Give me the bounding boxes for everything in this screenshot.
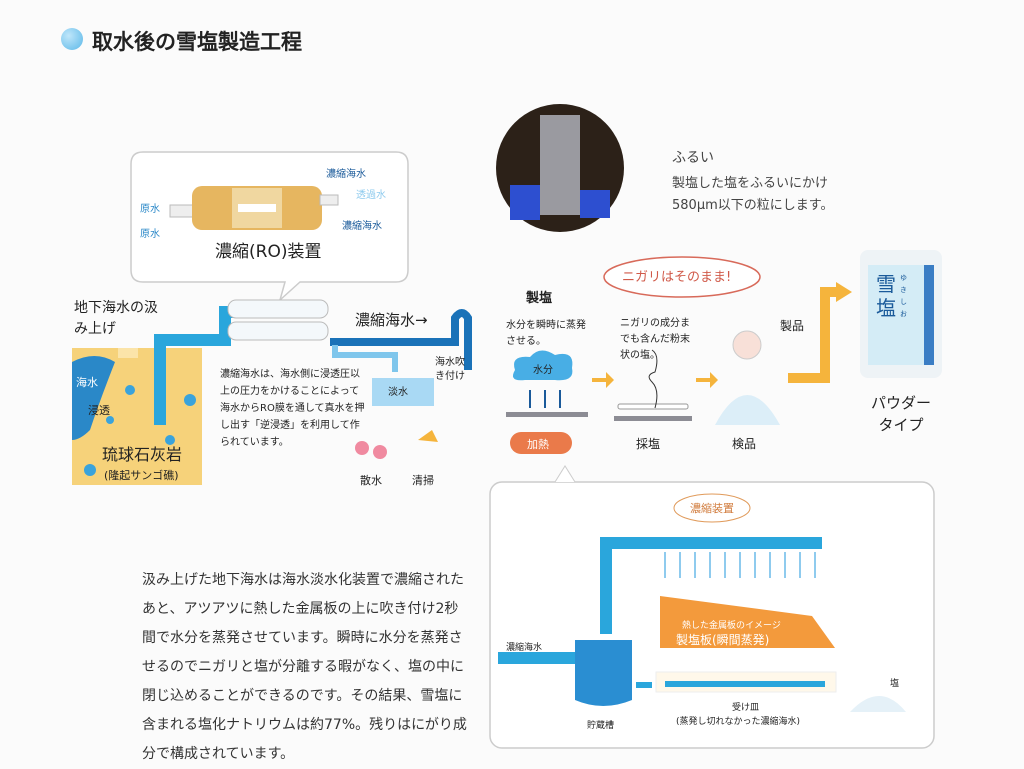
salt-label: 塩 xyxy=(890,679,900,689)
plate-sub-label: 熱した金属板のイメージ xyxy=(682,621,781,631)
ro-out3: 濃縮海水 xyxy=(342,221,382,232)
ro-note: 濃縮海水は、海水側に浸透圧以上の圧力をかけることによって海水からRO膜を通して真… xyxy=(220,369,365,448)
package-main: 雪塩 xyxy=(876,272,896,320)
nigari-bubble-label: ニガリはそのまま! xyxy=(622,270,732,285)
ro-label: 濃縮(RO)装置 xyxy=(215,242,322,262)
storage-tank xyxy=(575,640,632,706)
watering-label: 散水 xyxy=(360,474,382,487)
ro-in1: 原水 xyxy=(140,204,160,215)
ro-membrane-icon xyxy=(169,186,339,230)
moisture-cloud xyxy=(512,350,573,381)
fresh-water-tank xyxy=(372,378,434,406)
sieve-title: ふるい xyxy=(672,150,714,166)
tank-label: 貯蔵槽 xyxy=(587,721,615,731)
pump-label: 地下海水の汲み上げ xyxy=(74,300,158,337)
sea-water xyxy=(72,356,115,440)
title-icon xyxy=(61,28,83,50)
moisture-label: 水分 xyxy=(533,365,553,376)
description-paragraph: 汲み上げた地下海水は海水淡水化装置で濃縮されたあと、アツアツに熱した金属板の上に… xyxy=(142,572,467,762)
cleaning-label: 清掃 xyxy=(412,474,434,487)
sea-label: 海水 xyxy=(76,376,98,389)
flow-arrow-1 xyxy=(592,372,614,388)
collect-label: 採塩 xyxy=(636,437,661,451)
detail-pipe xyxy=(600,537,822,634)
inspect-label: 検品 xyxy=(732,437,757,451)
product-arrow xyxy=(788,287,838,383)
heat-badge xyxy=(510,432,572,454)
page-title: 取水後の雪塩製造工程 xyxy=(92,30,302,54)
type-label: パウダータイプ xyxy=(870,394,931,434)
salt-pile xyxy=(850,696,906,712)
package-ruby: ゆきしお xyxy=(900,274,907,318)
product-label: 製品 xyxy=(780,319,805,333)
nigari-note: ニガリの成分までも含んだ粉末状の塩。 xyxy=(620,318,690,361)
salt-making-label: 製塩 xyxy=(526,291,553,306)
inspector-icon xyxy=(732,330,762,360)
fresh-water-pipe xyxy=(332,345,398,372)
concentrate-pipe xyxy=(330,309,472,370)
sieve-line1: 製塩した塩をふるいにかけ xyxy=(672,176,829,191)
heat-label: 加熱 xyxy=(527,438,549,451)
rock-label: 琉球石灰岩 xyxy=(102,445,183,464)
ro-out2: 透過水 xyxy=(356,190,386,201)
detail-bubble-label: 濃縮装置 xyxy=(690,502,734,515)
tray-label: 受け皿 xyxy=(732,703,760,713)
nigari-bubble xyxy=(603,256,761,298)
plate-label: 製塩板(瞬間蒸発) xyxy=(676,633,770,647)
ro-unit xyxy=(227,299,329,319)
evap-note: 水分を瞬時に蒸発させる。 xyxy=(506,320,586,347)
ro-out1: 濃縮海水 xyxy=(326,169,366,180)
concentrated-label: 濃縮海水→ xyxy=(355,311,428,329)
seep-label: 浸透 xyxy=(88,404,110,417)
evaporation-plate xyxy=(660,596,835,648)
ro-in2: 原水 xyxy=(140,229,160,240)
tray-sub-label: (蒸発し切れなかった濃縮海水) xyxy=(676,717,801,727)
sieve-line2: 580μm以下の粒にします。 xyxy=(672,198,834,213)
flow-arrow-2 xyxy=(696,372,718,388)
detail-inlet-label: 濃縮海水 xyxy=(506,643,543,653)
fresh-label: 淡水 xyxy=(388,387,408,398)
spray-label: 海水吹き付け xyxy=(435,357,465,382)
rock-sub-label: (隆起サンゴ礁) xyxy=(104,469,179,482)
